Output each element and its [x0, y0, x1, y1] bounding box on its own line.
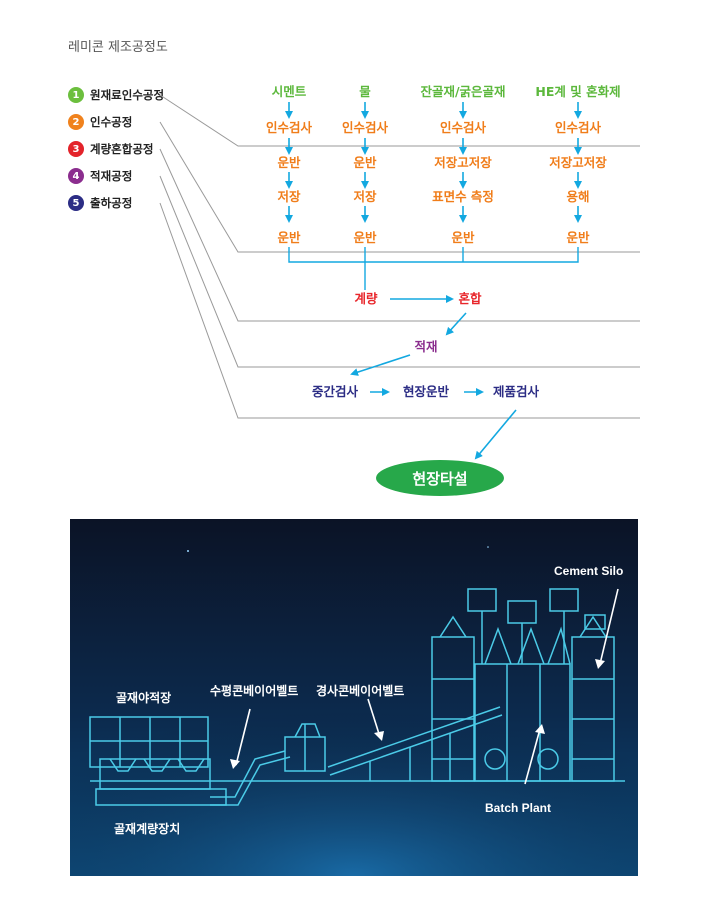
node-water-transport-2: 운반: [353, 230, 377, 245]
collector-bracket: [288, 247, 579, 290]
legend-number: 5: [68, 195, 84, 211]
legend-number: 3: [68, 141, 84, 157]
node-admixture-transport: 운반: [566, 230, 590, 245]
node-cement-inspection: 인수검사: [265, 120, 313, 135]
stage-divider-lines: [159, 94, 640, 419]
node-cement: 시멘트: [271, 84, 307, 99]
node-loading: 적재: [414, 339, 438, 354]
legend-label: 계량혼합공정: [90, 142, 154, 156]
node-interim-inspection: 중간검사: [311, 384, 359, 399]
legend-label: 적재공정: [90, 169, 133, 183]
legend-label: 인수공정: [90, 115, 133, 129]
legend-item-acceptance: 2 인수공정: [68, 112, 132, 132]
node-aggregate: 잔골재/굵은골재: [420, 84, 506, 99]
node-water-transport: 운반: [353, 155, 377, 170]
column-arrows: [285, 102, 582, 223]
legend-label: 출하공정: [90, 196, 133, 210]
batch-plant-illustration: Cement Silo 골재야적장 수평콘베이어벨트 경사콘베이어벨트 Batc…: [70, 519, 638, 876]
label-batch-plant: Batch Plant: [485, 801, 552, 815]
node-site-transport: 현장운반: [402, 384, 450, 399]
label-cement-silo: Cement Silo: [554, 564, 624, 578]
node-site-pouring: 현장타설: [376, 460, 504, 496]
node-admixture-silo-storage: 저장고저장: [549, 155, 607, 170]
label-horizontal-conveyor: 수평콘베이어벨트: [210, 684, 299, 698]
process-arrows: [350, 295, 517, 460]
plant-drawing: [70, 546, 638, 876]
legend-item-raw-material: 1 원재료인수공정: [68, 85, 164, 105]
legend-item-shipping: 5 출하공정: [68, 193, 132, 213]
legend-number: 2: [68, 114, 84, 130]
node-admixture-dissolve: 용해: [566, 189, 590, 204]
legend-item-weigh-mix: 3 계량혼합공정: [68, 139, 153, 159]
label-aggregate-scale: 골재계량장치: [114, 822, 181, 836]
label-aggregate-yard: 골재야적장: [116, 691, 172, 705]
legend-number: 4: [68, 168, 84, 184]
node-cement-transport-2: 운반: [277, 230, 301, 245]
node-cement-transport: 운반: [277, 155, 301, 170]
node-weighing: 계량: [354, 291, 378, 306]
legend-label: 원재료인수공정: [90, 88, 165, 102]
node-cement-storage: 저장: [277, 189, 301, 204]
node-water-storage: 저장: [353, 189, 377, 204]
node-product-inspection: 제품검사: [492, 384, 540, 399]
node-aggregate-silo-storage: 저장고저장: [434, 155, 492, 170]
node-aggregate-transport: 운반: [451, 230, 475, 245]
node-admixture: HE계 및 혼화제: [535, 84, 621, 99]
node-water-inspection: 인수검사: [341, 120, 389, 135]
node-aggregate-inspection: 인수검사: [439, 120, 487, 135]
node-admixture-inspection: 인수검사: [554, 120, 602, 135]
legend-number: 1: [68, 87, 84, 103]
node-mixing: 혼합: [458, 291, 482, 306]
label-inclined-conveyor: 경사콘베이어벨트: [316, 684, 405, 698]
node-water: 물: [359, 84, 371, 99]
node-aggregate-moisture: 표면수 측정: [432, 189, 494, 204]
legend-item-loading: 4 적재공정: [68, 166, 132, 186]
flow-connectors: [159, 94, 640, 460]
page-title: 레미콘 제조공정도: [68, 40, 168, 55]
